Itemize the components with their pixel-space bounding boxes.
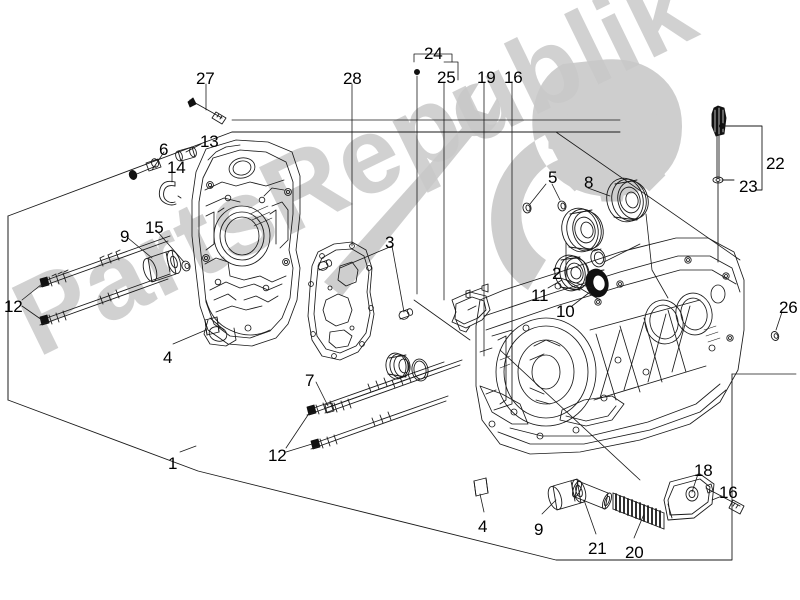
callout-20[interactable]: 20	[625, 543, 644, 562]
callout-19[interactable]: 19	[477, 68, 496, 87]
callout-9-left[interactable]: 9	[120, 227, 130, 246]
callout-22[interactable]: 22	[766, 154, 785, 173]
bearing-cluster	[522, 177, 649, 298]
ball-bearing-8-upper	[606, 177, 649, 223]
callout-12-bottom[interactable]: 12	[268, 446, 287, 465]
bush-15	[317, 259, 333, 271]
screw-24	[465, 283, 489, 299]
ball-bearing-11	[554, 254, 590, 292]
callout-18[interactable]: 18	[694, 461, 713, 480]
callout-14[interactable]: 14	[167, 158, 186, 177]
right-crankcase-casting	[475, 237, 745, 455]
crankcase-gasket	[307, 241, 414, 361]
callout-27[interactable]: 27	[196, 69, 215, 88]
pin-6	[128, 158, 162, 180]
bush-3	[398, 308, 414, 320]
stud-12-c	[310, 395, 449, 450]
rubber-block-4-right	[473, 477, 489, 497]
callout-8[interactable]: 8	[584, 173, 594, 192]
callout-12-left[interactable]: 12	[4, 297, 23, 316]
small-parts-upper-left	[128, 97, 227, 206]
screw-16-lower	[705, 483, 745, 515]
callout-25[interactable]: 25	[437, 68, 456, 87]
circlip-14	[158, 180, 182, 206]
callout-11[interactable]: 11	[531, 286, 549, 305]
oil-seal-10	[585, 268, 609, 298]
stud-7	[324, 359, 463, 414]
callout-6[interactable]: 6	[159, 140, 169, 159]
small-bracket-25	[451, 291, 491, 333]
callout-1[interactable]: 1	[168, 454, 178, 473]
callout-24[interactable]: 24	[424, 44, 443, 63]
callout-13[interactable]: 13	[200, 132, 219, 151]
callout-23[interactable]: 23	[739, 177, 758, 196]
callout-2[interactable]: 2	[552, 264, 562, 283]
bolt-27	[187, 97, 227, 125]
ball-bearing-8-lower	[561, 207, 604, 253]
pin-21	[572, 480, 612, 510]
washer-15	[181, 260, 191, 272]
oil-seal-cluster-left	[385, 352, 429, 382]
callout-4-left[interactable]: 4	[163, 348, 173, 367]
callout-15[interactable]: 15	[145, 218, 164, 237]
screw-26	[770, 331, 780, 341]
studs-group	[39, 235, 463, 450]
dowel-5-right	[557, 200, 567, 212]
callout-7[interactable]: 7	[305, 371, 315, 390]
bracket-18	[663, 473, 715, 521]
callout-21[interactable]: 21	[588, 539, 607, 558]
callout-5[interactable]: 5	[548, 168, 558, 187]
bushing-9-left	[142, 249, 182, 283]
callout-3[interactable]: 3	[385, 233, 395, 252]
left-crankcase-casting	[191, 139, 301, 347]
circlip-2	[590, 248, 606, 268]
oil-seal-19	[385, 352, 411, 380]
callout-16-bottom[interactable]: 16	[719, 483, 738, 502]
bush-13	[175, 146, 197, 162]
callout-16-top[interactable]: 16	[504, 68, 523, 87]
dowel-5-left	[522, 202, 532, 214]
callout-9-right[interactable]: 9	[534, 520, 544, 539]
spring-20	[612, 492, 665, 530]
stud-12-a	[39, 235, 171, 288]
callout-4-right[interactable]: 4	[478, 517, 488, 536]
leader-lines	[21, 53, 797, 539]
oil-dipstick-22	[711, 105, 763, 263]
group-boundary-polygon	[7, 131, 733, 561]
callout-26[interactable]: 26	[779, 298, 798, 317]
callout-28[interactable]: 28	[343, 69, 362, 88]
callout-10[interactable]: 10	[556, 302, 575, 321]
stud-12-b	[39, 273, 171, 326]
